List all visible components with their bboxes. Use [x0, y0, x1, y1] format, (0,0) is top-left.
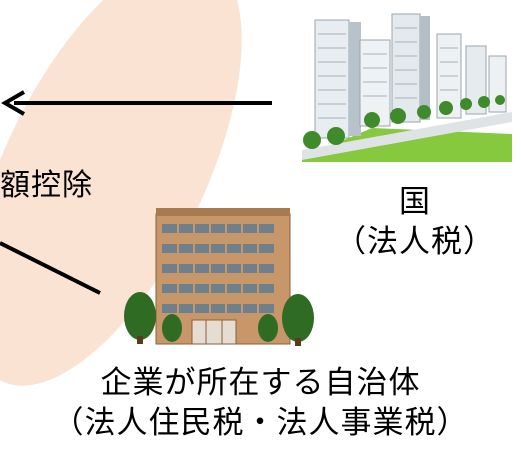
- country-tax: （法人税）: [335, 224, 495, 260]
- deduction-label: 額控除: [0, 168, 93, 203]
- company-title: 企業が所在する自治体: [100, 365, 421, 401]
- left-arrow: [1, 90, 272, 116]
- company-tax: （法人住民税・法人事業税）: [52, 405, 469, 441]
- highlight-ellipse: [0, 0, 242, 386]
- company-building-icon: [124, 208, 314, 346]
- country-name: 国: [399, 184, 431, 220]
- country-label: 国 （法人税）: [330, 182, 500, 262]
- company-label: 企業が所在する自治体 （法人住民税・法人事業税）: [0, 363, 521, 443]
- diagonal-line: [0, 241, 101, 295]
- city-buildings-icon: [302, 13, 512, 162]
